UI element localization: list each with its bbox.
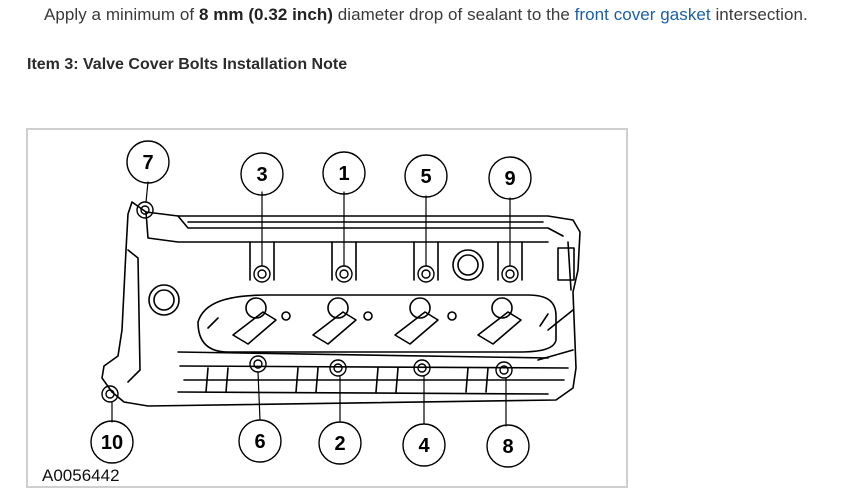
valve-cover-illustration: 7 3 1 5 9 10 6 2 4 8 [90, 140, 581, 468]
callout-10: 10 [101, 432, 123, 454]
callout-4: 4 [418, 435, 430, 457]
instruction-suffix: intersection. [710, 5, 808, 24]
callout-3: 3 [256, 164, 267, 186]
callout-7: 7 [142, 152, 153, 174]
cover-outline [101, 201, 581, 407]
sealant-measurement: 8 mm (0.32 inch) [198, 5, 333, 24]
valve-cover-diagram: 7 3 1 5 9 10 6 2 4 8 A0056442 [26, 128, 628, 488]
instruction-prefix: Apply a minimum of [44, 5, 199, 24]
callout-6: 6 [254, 431, 265, 453]
section-heading: Item 3: Valve Cover Bolts Installation N… [27, 56, 348, 73]
front-cover-gasket-link[interactable]: front cover gasket [574, 5, 711, 24]
instruction-middle: diameter drop of sealant to the [332, 5, 575, 24]
sealant-instruction: Apply a minimum of 8 mm (0.32 inch) diam… [44, 5, 808, 25]
callout-9: 9 [504, 168, 515, 190]
callout-5: 5 [420, 166, 431, 188]
callout-8: 8 [502, 436, 513, 458]
callout-2: 2 [334, 433, 345, 455]
figure-code: A0056442 [42, 466, 120, 485]
callout-1: 1 [338, 163, 349, 185]
